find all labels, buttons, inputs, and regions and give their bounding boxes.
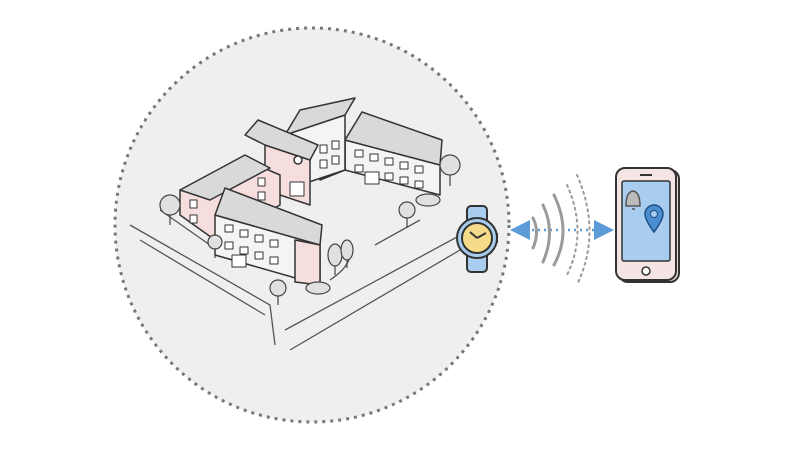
- tree-icon: [159, 154, 461, 305]
- smartwatch-icon: [456, 205, 498, 273]
- signal-waves-icon: [531, 174, 591, 286]
- campus-building-icon: [179, 97, 443, 286]
- location-pin-icon: [644, 204, 664, 234]
- campus-paths: [129, 209, 471, 351]
- bell-icon: [625, 190, 641, 210]
- smartphone-icon: [615, 167, 680, 283]
